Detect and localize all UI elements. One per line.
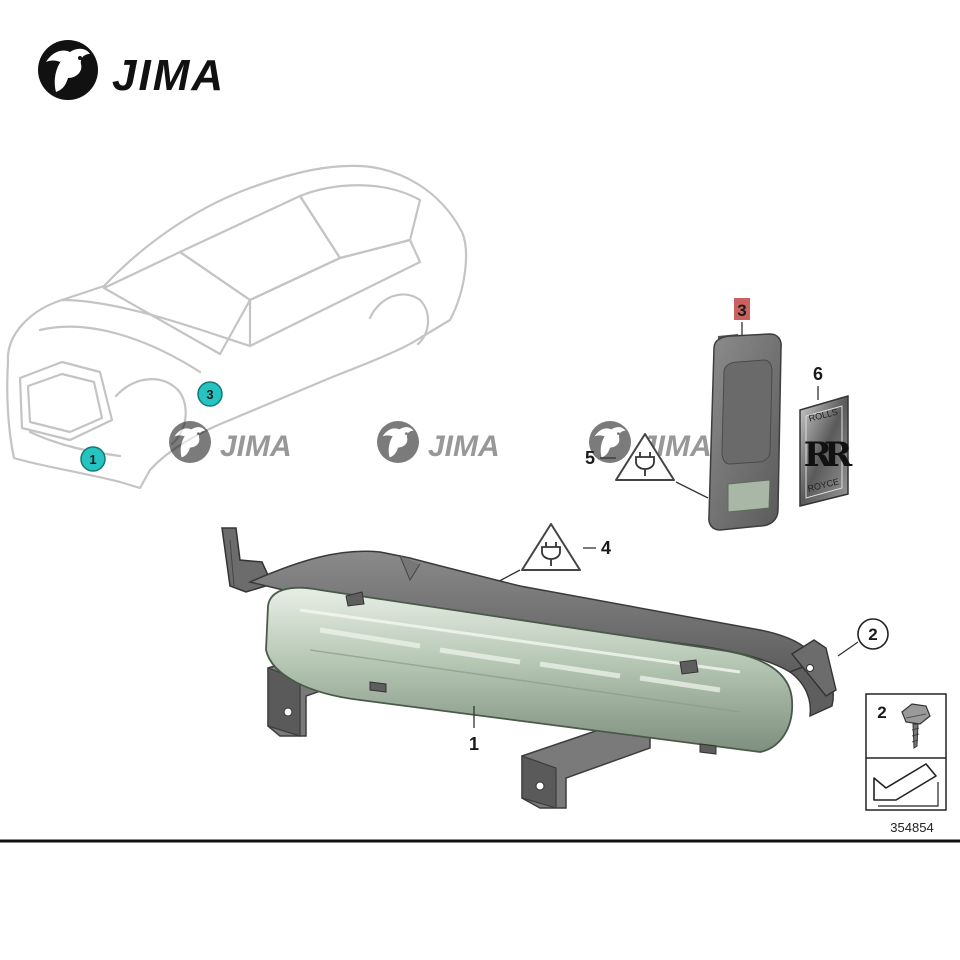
part-1-drl-assembly[interactable] (221, 527, 837, 809)
callout-1-label: 1 (469, 734, 479, 754)
horse-head-icon (589, 421, 631, 463)
screw-inset-box: 2 (865, 693, 947, 811)
inset-2-label: 2 (877, 703, 886, 722)
screw-icon (901, 703, 931, 749)
arrow-icon (873, 763, 939, 807)
car-marker-1-label: 1 (89, 452, 96, 467)
horse-head-icon (377, 421, 419, 463)
car-marker-1[interactable]: 1 (80, 446, 106, 472)
car-marker-3-label: 3 (206, 387, 213, 402)
callout-2[interactable]: 2 (837, 618, 889, 657)
callout-5-label: 5 (585, 448, 595, 468)
watermark-2: JIMA (377, 421, 500, 463)
car-outline-drawing (6, 164, 468, 490)
watermark-text-2: JIMA (428, 430, 500, 463)
horse-head-icon (38, 40, 98, 100)
callout-3[interactable]: 3 (734, 298, 750, 336)
callout-1[interactable]: 1 (469, 706, 479, 754)
brand-name: JIMA (112, 51, 225, 100)
callout-6[interactable]: 6 (813, 364, 823, 400)
callout-6-label: 6 (813, 364, 823, 384)
car-marker-3[interactable]: 3 (197, 381, 223, 407)
diagram-number: 354854 (890, 820, 933, 835)
callout-4[interactable]: 4 (489, 523, 611, 587)
part-6-emblem[interactable]: ROLLS RR ROYCE (799, 395, 861, 507)
watermark-text-1: JIMA (220, 430, 292, 463)
electrical-plug-warning-icon (521, 523, 581, 571)
horse-head-icon (169, 421, 211, 463)
callout-2-label: 2 (868, 625, 877, 644)
brand-logo: JIMA (38, 40, 225, 100)
callout-3-label: 3 (737, 301, 746, 320)
callout-4-label: 4 (601, 538, 611, 558)
callout-5[interactable]: 5 (585, 433, 709, 499)
electrical-plug-warning-icon (615, 433, 675, 481)
watermark-1: JIMA (169, 421, 292, 463)
part-3-side-marker-cover[interactable] (708, 333, 782, 531)
